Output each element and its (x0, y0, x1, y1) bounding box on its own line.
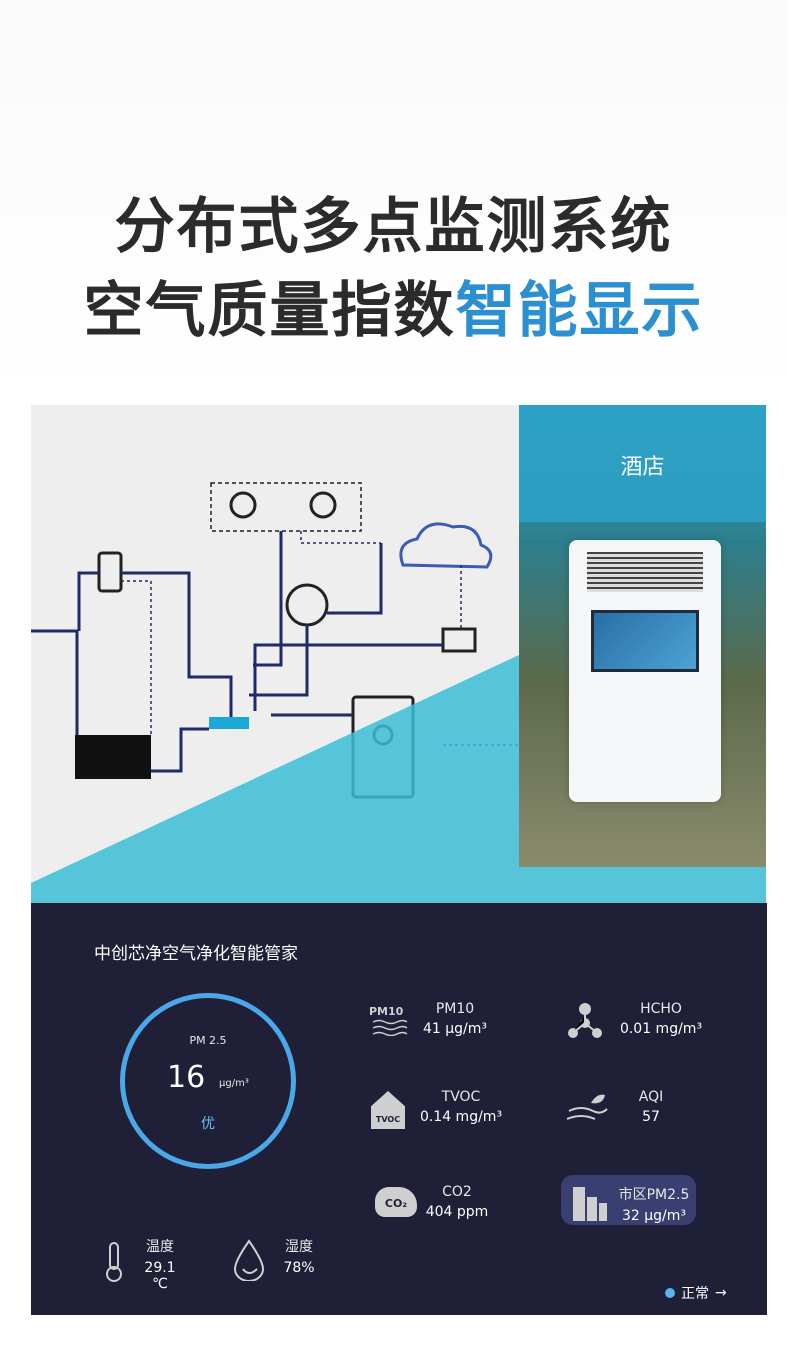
molecule-icon (568, 1003, 602, 1038)
water-drop-icon (233, 1239, 265, 1281)
temperature-metric: 温度 29.1 ℃ (135, 1236, 185, 1292)
hotel-photo: 酒店 (519, 405, 766, 867)
purifier-grille (587, 552, 703, 592)
aqi-name: AQI (638, 1089, 664, 1105)
pm10-waves (372, 1019, 408, 1037)
co2-value: 404 ppm (425, 1204, 489, 1220)
pm25-level: 优 (201, 1116, 215, 1132)
co2-metric: CO2 404 ppm (417, 1184, 497, 1220)
hcho-name: HCHO (640, 1001, 682, 1017)
sensor-icon (210, 482, 362, 532)
status-label: 正常 (681, 1286, 709, 1302)
city-pm25-name: 市区PM2.5 (618, 1187, 690, 1203)
arrow-right-icon: → (715, 1285, 727, 1301)
headline-plain: 空气质量指数 (83, 276, 456, 346)
wind-leaf-icon (566, 1094, 608, 1120)
headline-accent: 智能显示 (455, 276, 704, 346)
pm10-name: PM10 (435, 1001, 475, 1017)
city-pm25-value: 32 μg/m³ (621, 1208, 687, 1224)
cloud-icon (399, 522, 493, 569)
pm10-metric: PM10 41 μg/m³ (415, 1001, 495, 1037)
code-icon (441, 627, 477, 653)
tvoc-value: 0.14 mg/m³ (419, 1109, 503, 1125)
pm10-icon: PM10 (369, 1005, 409, 1041)
temperature-name: 温度 (146, 1239, 174, 1255)
thermometer-icon (106, 1242, 122, 1282)
city-pm25-metric: 市区PM2.5 32 μg/m³ (613, 1184, 695, 1224)
hotel-label-bar (519, 405, 766, 522)
monitor-icon (75, 735, 151, 779)
status-indicator[interactable]: 正常 → (665, 1283, 727, 1303)
pm10-icon-text: PM10 (369, 1005, 404, 1018)
tvoc-name: TVOC (441, 1089, 481, 1105)
pm25-value: 16 (167, 1060, 206, 1095)
purifier-screen (591, 610, 699, 672)
hotel-label: 酒店 (620, 455, 665, 480)
router-icon (209, 717, 249, 729)
tvoc-icon-text: TVOC (375, 1115, 401, 1124)
humidity-metric: 湿度 78% (279, 1236, 319, 1276)
tvoc-metric: TVOC 0.14 mg/m³ (411, 1089, 511, 1125)
city-buildings-icon (573, 1187, 607, 1221)
air-quality-dashboard: 中创芯净空气净化智能管家 PM 2.5 16 μg/m³ 优 PM10 PM10… (31, 903, 767, 1315)
air-purifier-device (569, 540, 721, 802)
temperature-value: 29.1 ℃ (144, 1260, 176, 1292)
tvoc-icon: TVOC (371, 1091, 405, 1129)
humidity-name: 湿度 (285, 1239, 313, 1255)
pm25-gauge: PM 2.5 16 μg/m³ 优 (120, 993, 296, 1169)
status-dot-icon (665, 1288, 675, 1298)
co2-name: CO2 (442, 1184, 472, 1200)
pm10-value: 41 μg/m³ (422, 1021, 488, 1037)
co2-cloud-icon: CO₂ (375, 1187, 417, 1217)
dashboard-title: 中创芯净空气净化智能管家 (94, 944, 298, 964)
humidity-value: 78% (283, 1260, 315, 1276)
headline-line-1: 分布式多点监测系统 (114, 192, 673, 262)
hero-header: 分布式多点监测系统 空气质量指数智能显示 (0, 0, 787, 400)
hcho-value: 0.01 mg/m³ (619, 1021, 703, 1037)
aqi-metric: AQI 57 (621, 1089, 681, 1125)
aqi-value: 57 (642, 1109, 660, 1125)
pm25-unit: μg/m³ (219, 1078, 249, 1089)
headline-line-2: 空气质量指数智能显示 (0, 262, 787, 349)
hcho-metric: HCHO 0.01 mg/m³ (611, 1001, 711, 1037)
system-illustration: 酒店 (31, 405, 766, 905)
co2-icon-text: CO₂ (384, 1197, 408, 1210)
pm25-label: PM 2.5 (189, 1034, 227, 1047)
